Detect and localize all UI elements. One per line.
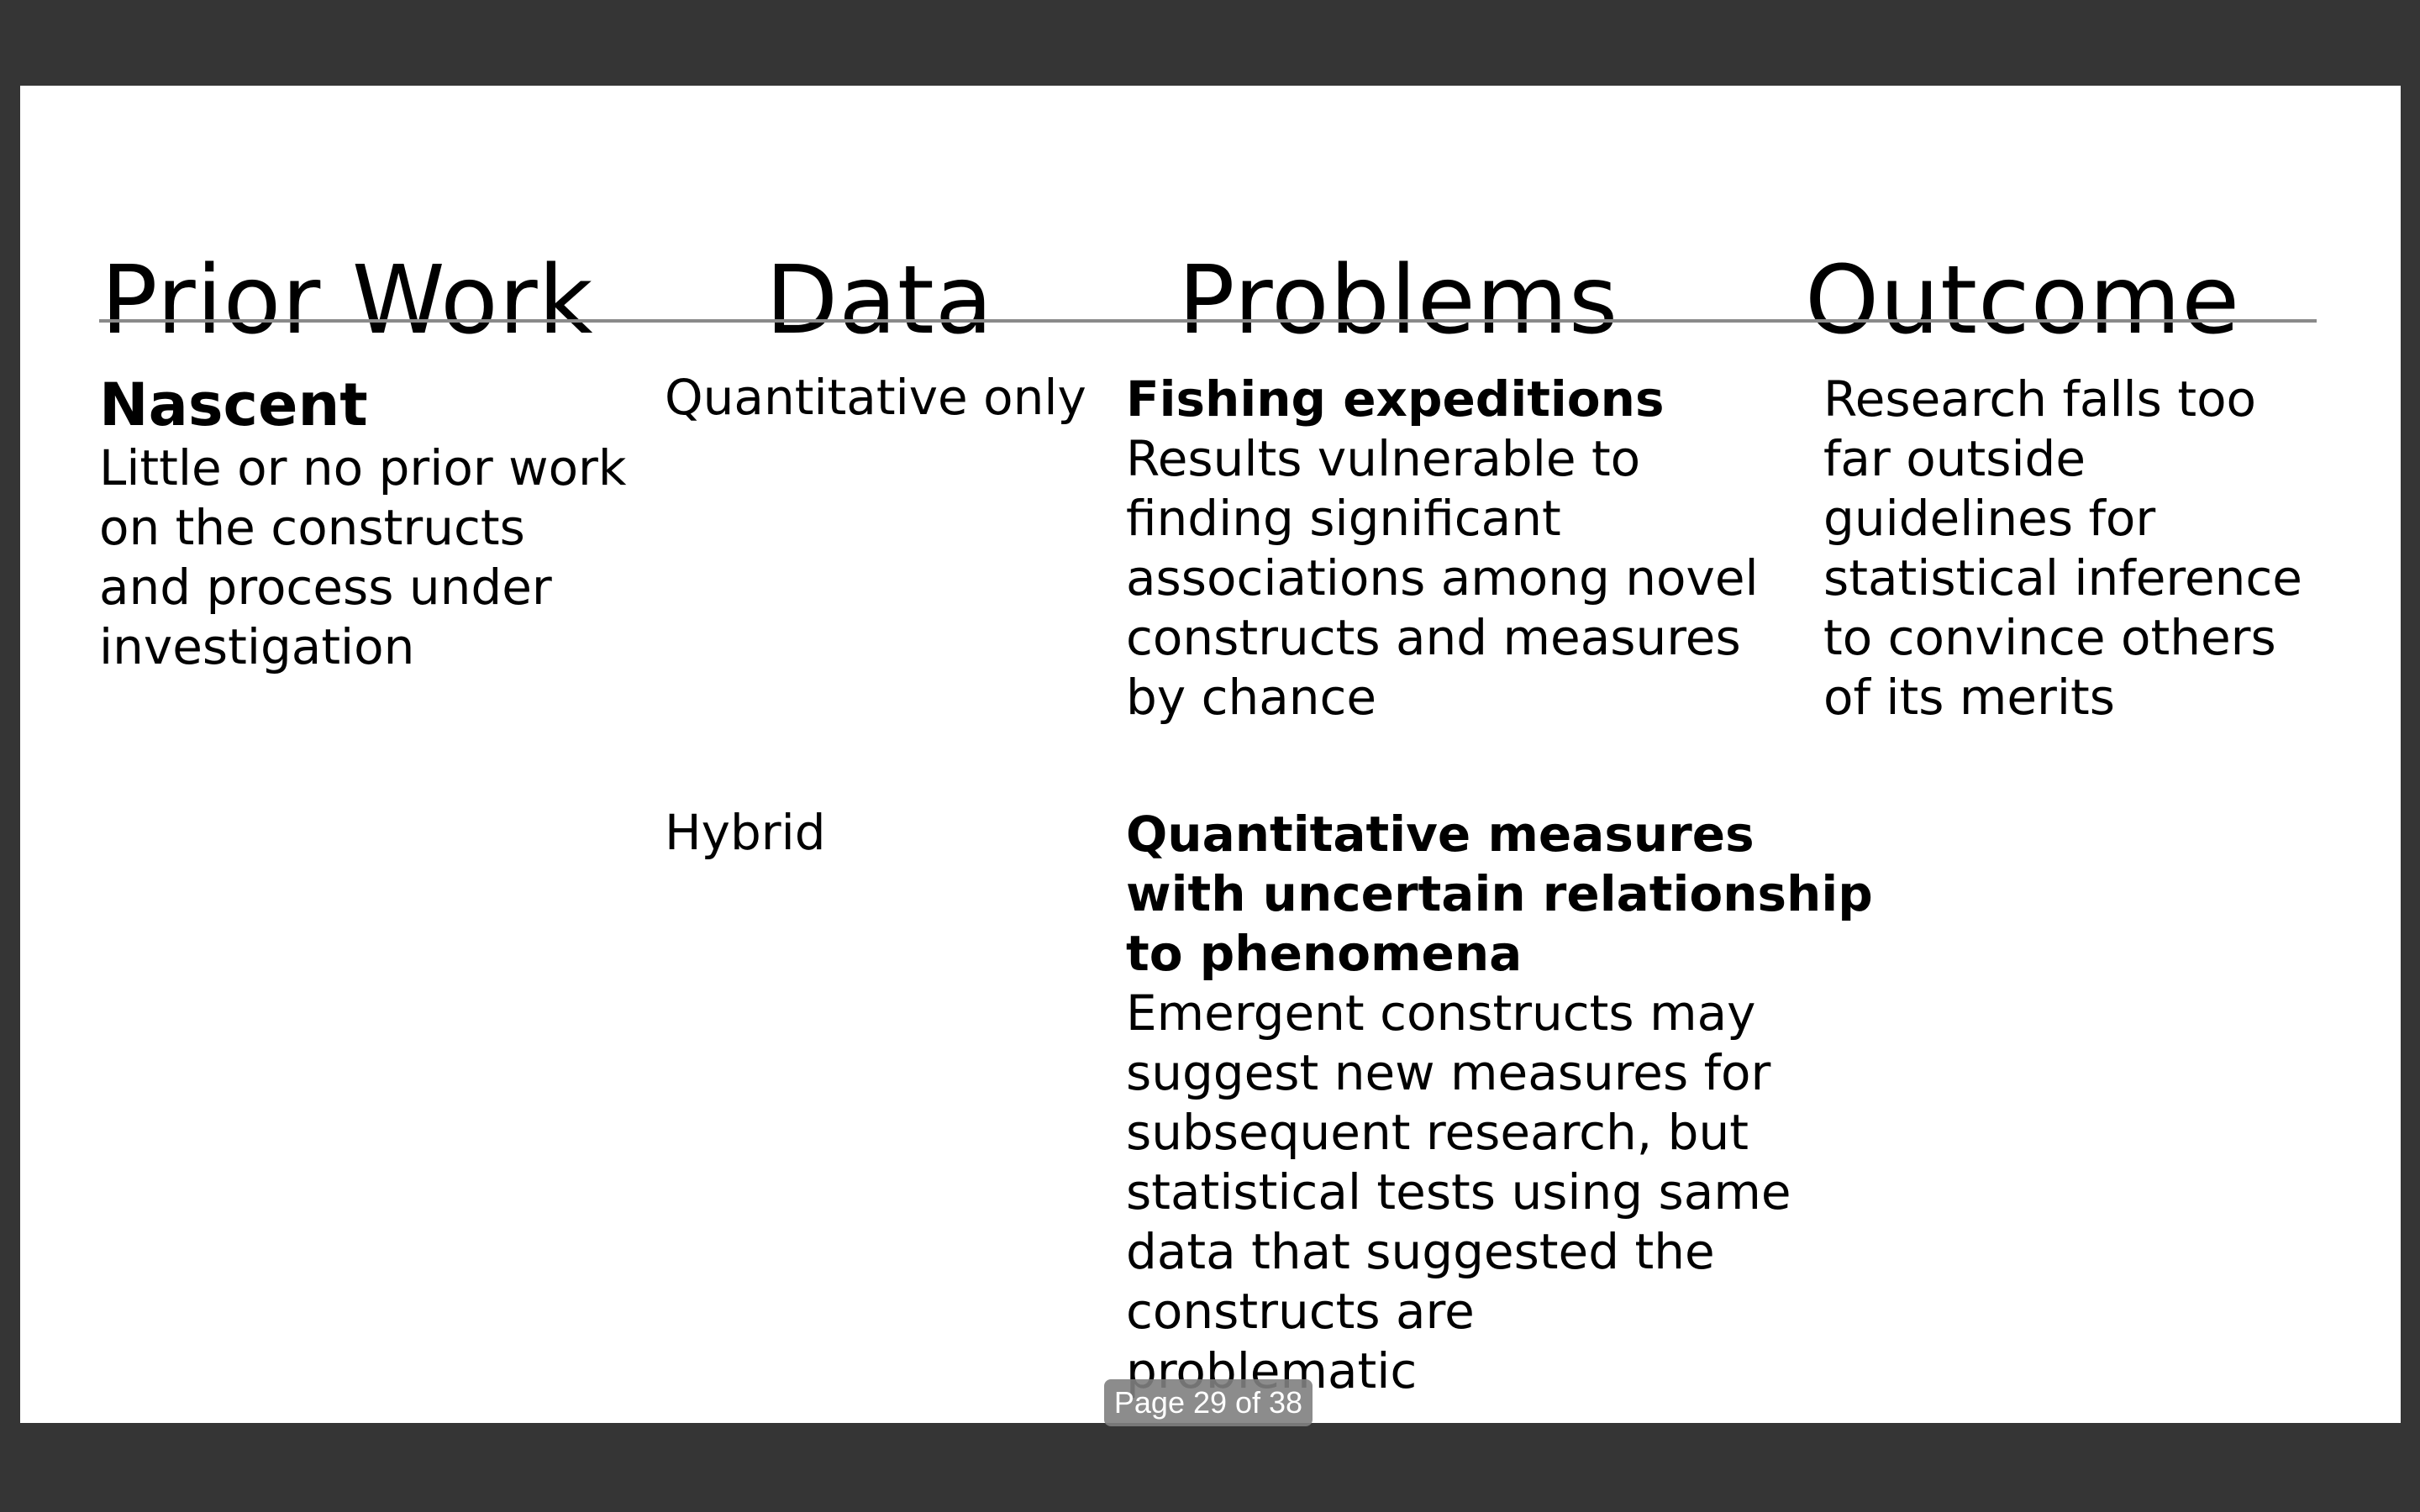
data-row-quantitative: Quantitative only: [665, 368, 1086, 428]
outcome-line: to convince others: [1823, 609, 2276, 666]
problem-title: Quantitative measures: [1126, 806, 1754, 863]
header-problems: Problems: [1178, 246, 1619, 355]
problem-cell-quantitative-measures: Quantitative measures with uncertain rel…: [1126, 805, 1873, 1401]
data-value: Quantitative only: [665, 369, 1086, 426]
problem-line: suggest new measures for: [1126, 1044, 1771, 1101]
problem-line: constructs are: [1126, 1283, 1475, 1340]
problem-line: constructs and measures: [1126, 609, 1741, 666]
header-outcome: Outcome: [1805, 246, 2241, 355]
header-prior-work: Prior Work: [101, 246, 594, 355]
outcome-line: Research falls too: [1823, 370, 2257, 428]
slide: Prior Work Data Problems Outcome Nascent…: [20, 86, 2401, 1423]
problem-line: Results vulnerable to: [1126, 430, 1641, 487]
outcome-line: guidelines for: [1823, 490, 2156, 547]
prior-work-title: Nascent: [99, 370, 368, 439]
problem-title: Fishing expeditions: [1126, 370, 1665, 428]
prior-work-line: Little or no prior work: [99, 439, 627, 496]
problem-line: associations among novel: [1126, 549, 1759, 606]
data-value: Hybrid: [665, 804, 826, 861]
problem-line: statistical tests using same: [1126, 1163, 1791, 1221]
outcome-line: far outside: [1823, 430, 2086, 487]
problem-title: to phenomena: [1126, 925, 1523, 982]
prior-work-line: and process under: [99, 559, 552, 616]
header-divider: [99, 319, 2317, 323]
header-data: Data: [765, 246, 994, 355]
prior-work-cell: Nascent Little or no prior work on the c…: [99, 371, 627, 677]
outcome-cell: Research falls too far outside guideline…: [1823, 370, 2302, 727]
problem-line: by chance: [1126, 669, 1377, 726]
problem-line: Emergent constructs may: [1126, 984, 1756, 1042]
problem-line: finding significant: [1126, 490, 1561, 547]
outcome-line: of its merits: [1823, 669, 2115, 726]
prior-work-line: on the constructs: [99, 499, 525, 556]
problem-cell-fishing: Fishing expeditions Results vulnerable t…: [1126, 370, 1759, 727]
data-row-hybrid: Hybrid: [665, 803, 826, 863]
prior-work-line: investigation: [99, 618, 415, 675]
problem-line: subsequent research, but: [1126, 1104, 1749, 1161]
problem-line: data that suggested the: [1126, 1223, 1715, 1280]
outcome-line: statistical inference: [1823, 549, 2302, 606]
problem-title: with uncertain relationship: [1126, 865, 1873, 922]
page-indicator: Page 29 of 38: [1104, 1379, 1313, 1426]
